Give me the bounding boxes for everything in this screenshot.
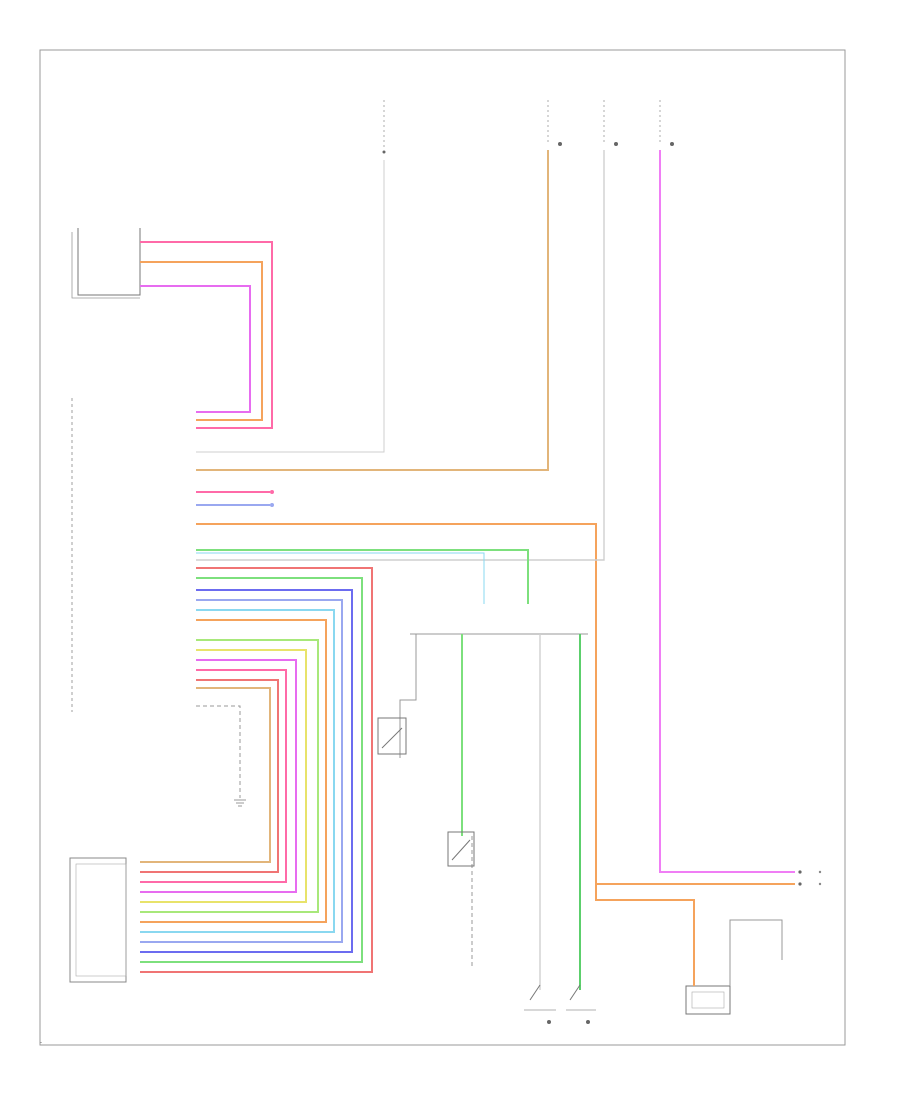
wire-violet-in	[140, 659, 297, 893]
wire-red-in	[140, 679, 279, 873]
wire-tan-fuse	[196, 150, 549, 471]
rear-door-switch-left	[524, 984, 556, 1024]
wire-gray-junction-1	[399, 634, 417, 758]
passenger-door-switch	[447, 831, 475, 867]
wire-cyan-out	[140, 609, 335, 933]
wire-tan-in	[140, 687, 271, 863]
rear-door-switch-right	[566, 984, 596, 1024]
wire-gray-fuse	[196, 150, 605, 561]
wire-blue-out	[140, 589, 353, 953]
wire-violet-optical	[140, 285, 251, 413]
fuse-stub-4	[659, 100, 674, 146]
wire-pink-optical	[140, 241, 273, 429]
wire-green-out	[140, 577, 363, 963]
optical-sensor-component	[71, 228, 141, 299]
ground-symbol	[234, 799, 246, 807]
fuse-stub-2	[547, 100, 562, 146]
wire-red-out	[140, 567, 373, 973]
wire-orange-out	[140, 619, 327, 923]
wire-orange-lamp	[595, 884, 695, 986]
wire-lightgreen-in	[140, 639, 319, 913]
wire-green-power	[196, 549, 529, 604]
combination-switch-component	[69, 857, 127, 983]
wire-lightblue-out	[140, 599, 343, 943]
wire-ground	[196, 705, 241, 798]
wire-gray-top	[196, 160, 385, 453]
driver-door-switch	[377, 717, 407, 755]
wire-pink-in	[140, 669, 287, 883]
wire-cyan-power	[196, 552, 485, 604]
fuse-stub-3	[603, 100, 618, 146]
wire-orange-output	[196, 523, 795, 885]
corner-label: -	[40, 1040, 42, 1046]
wire-orange-optical	[140, 261, 263, 421]
wire-gray-lamp	[729, 919, 783, 986]
fuse-stub-1	[382, 100, 386, 154]
diagram-frame	[39, 49, 846, 1046]
lamp-component	[685, 985, 731, 1015]
wire-magenta-long	[659, 150, 795, 873]
wire-yellow-in	[140, 649, 307, 903]
